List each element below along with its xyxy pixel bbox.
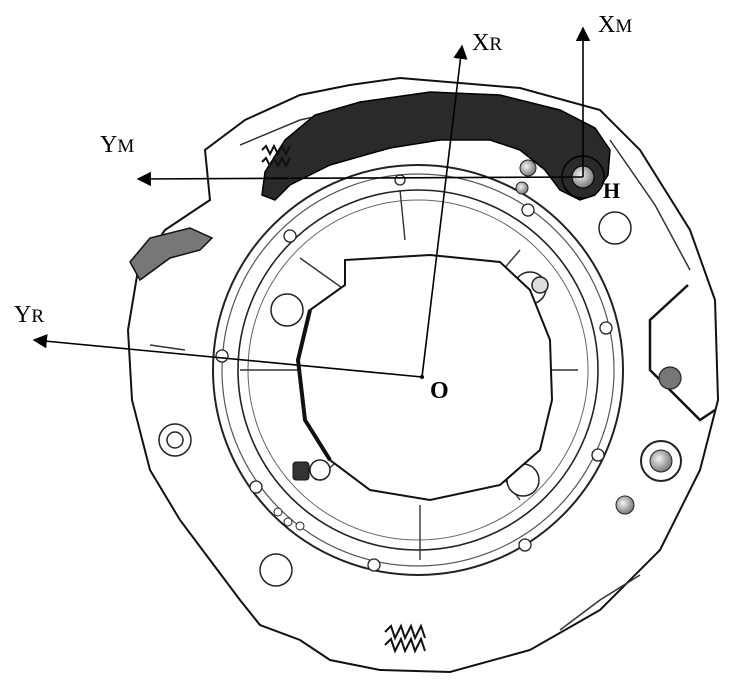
outer-ring bbox=[212, 164, 624, 576]
coil-spring-icon bbox=[261, 143, 291, 169]
right-boss-core bbox=[649, 449, 673, 473]
arm-ball-2 bbox=[515, 181, 529, 195]
xr-axis bbox=[421, 44, 468, 378]
groove-balls bbox=[273, 507, 305, 531]
ym-axis bbox=[136, 171, 584, 187]
central-hub bbox=[296, 253, 554, 502]
bottom-spring-icon bbox=[384, 623, 426, 654]
yr-axis bbox=[32, 334, 423, 378]
origin-point bbox=[420, 375, 424, 379]
right-plate bbox=[648, 284, 716, 422]
clearance-holes bbox=[158, 211, 632, 587]
right-plate-bolt bbox=[658, 366, 682, 390]
origin-label: O bbox=[430, 378, 449, 404]
hub-insert bbox=[292, 461, 310, 481]
yr-label: YR bbox=[14, 302, 44, 328]
housing-step bbox=[149, 109, 691, 631]
xm-label: XM bbox=[598, 12, 632, 38]
ring-holes bbox=[215, 174, 613, 572]
mid-ring bbox=[237, 189, 599, 551]
outer-ring-inner bbox=[221, 173, 615, 567]
xr-label: XR bbox=[472, 30, 502, 56]
arm-ball bbox=[519, 159, 537, 177]
pivot-label: H bbox=[603, 178, 620, 203]
right-roller bbox=[615, 495, 635, 515]
left-latch bbox=[129, 227, 214, 282]
ym-label: YM bbox=[100, 132, 134, 158]
hub-shadow bbox=[295, 309, 332, 462]
